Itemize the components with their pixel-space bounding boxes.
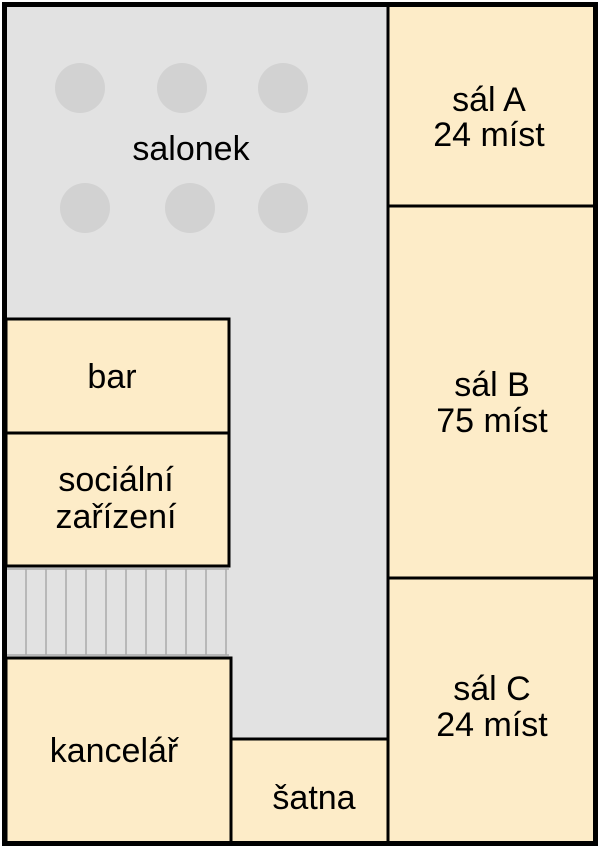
- room-sal-c: [386, 576, 597, 845]
- restrooms-label-line1: sociální: [58, 461, 174, 499]
- round-table-icon: [258, 63, 308, 113]
- sal-c-capacity: 24 míst: [436, 706, 548, 744]
- room-sal-b: [386, 204, 597, 580]
- bar-label: bar: [87, 358, 136, 396]
- restrooms-label-line2: zařízení: [56, 498, 177, 536]
- round-table-icon: [55, 63, 105, 113]
- office-label: kancelář: [50, 732, 179, 770]
- round-table-icon: [165, 183, 215, 233]
- sal-b-capacity: 75 míst: [436, 402, 548, 440]
- stairs-icon: [6, 568, 229, 656]
- salonek-label: salonek: [132, 130, 250, 168]
- round-table-icon: [60, 183, 110, 233]
- round-table-icon: [157, 63, 207, 113]
- cloakroom-label: šatna: [272, 779, 355, 817]
- room-cloakroom: [229, 737, 390, 845]
- sal-a-capacity: 24 míst: [433, 116, 545, 154]
- sal-c-name: sál C: [453, 670, 530, 708]
- sal-b-name: sál B: [454, 366, 530, 404]
- round-table-icon: [258, 183, 308, 233]
- sal-a-name: sál A: [452, 81, 526, 119]
- salonek-tables: [55, 63, 308, 233]
